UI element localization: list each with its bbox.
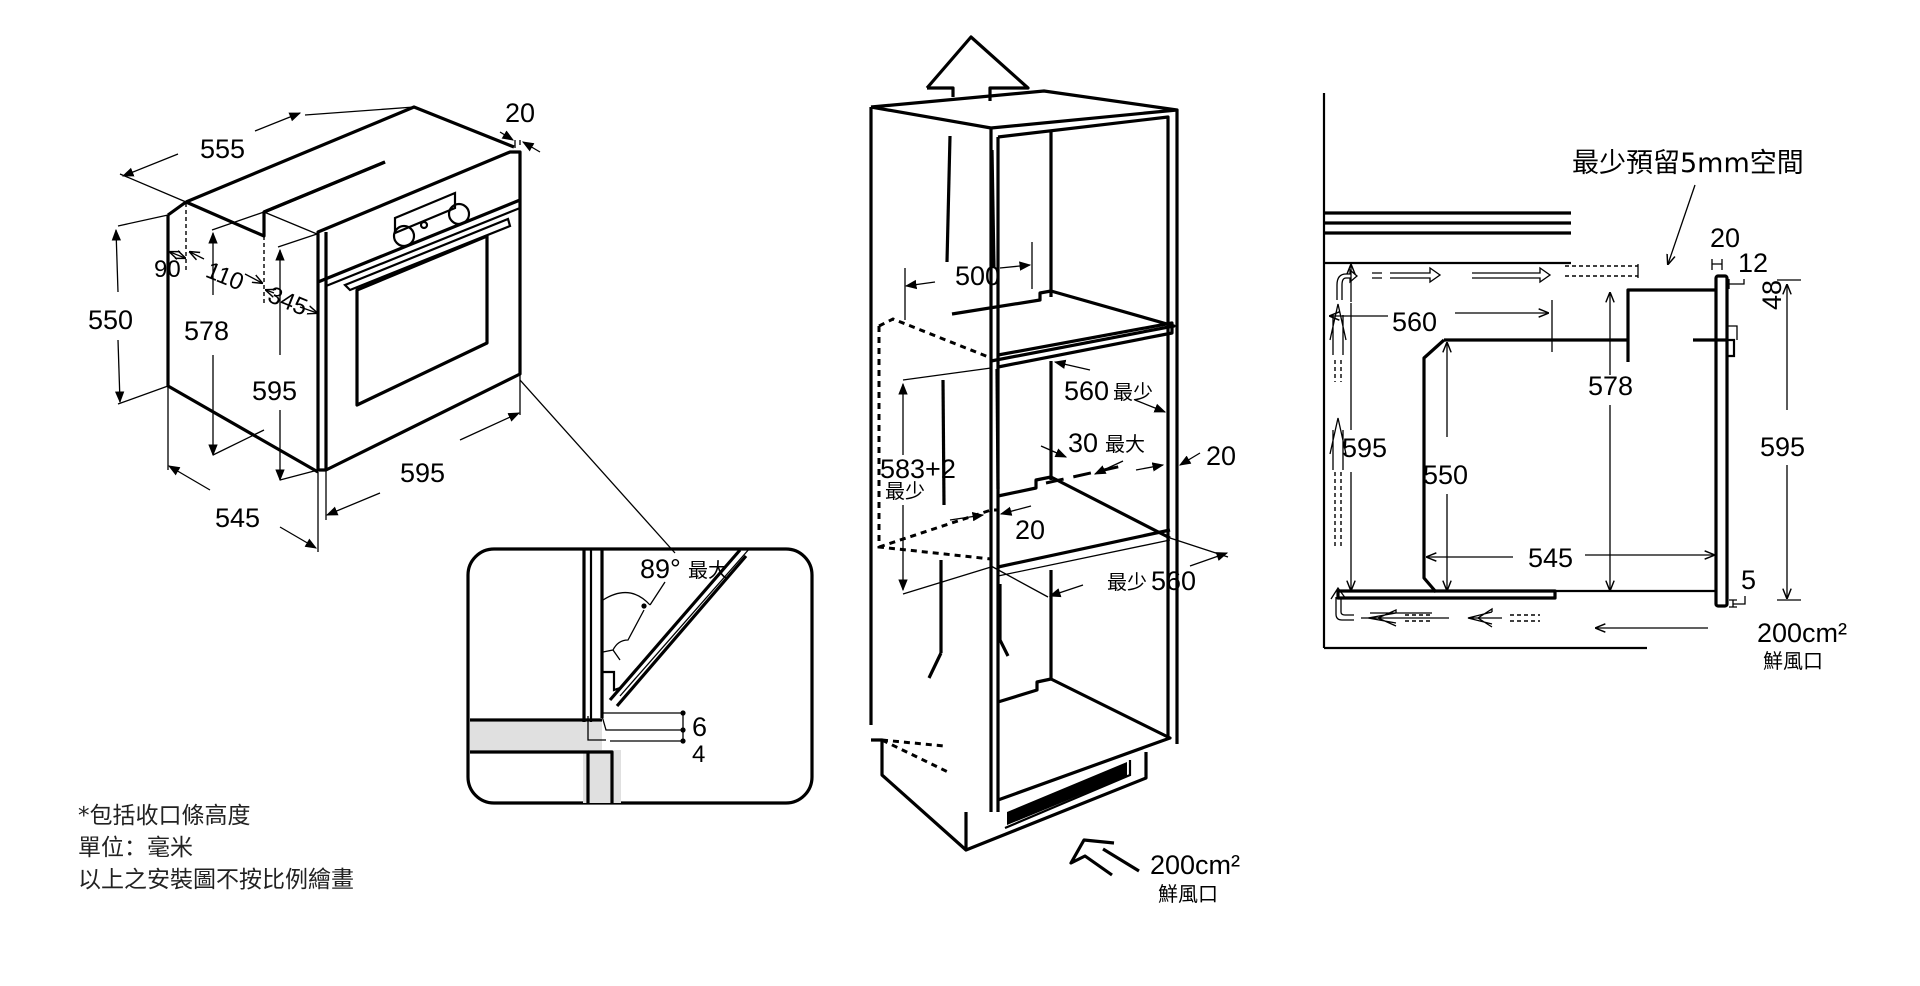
vent-label-right: 鮮風口 [1763,649,1823,673]
knob-icon [447,202,471,226]
airflow-arrows [1329,264,1708,628]
dim-595-right: 595 [1760,432,1805,462]
dim-555: 555 [200,134,245,164]
dim-560-bottom: 560 [1151,566,1196,596]
oven-isometric-drawing: 555 20 550 578 595 595 545 90 [88,98,676,554]
dim-545-right: 545 [1528,543,1573,573]
dim-top-20: 20 [1710,223,1740,253]
dim-20-front: 20 [505,98,535,128]
dim-550: 550 [88,305,133,335]
dim-560-min: 560 [1064,376,1109,406]
note-units: 單位：毫米 [78,835,193,861]
notes-block: *包括收口條高度 單位：毫米 以上之安裝圖不按比例繪畫 [78,800,354,896]
note-not-to-scale: 以上之安裝圖不按比例繪畫 [78,867,354,893]
clearance-note: 最少預留5mm空間 [1572,148,1804,179]
dim-560: 560 [1392,307,1437,337]
air-out-arrow-icon [925,35,1030,101]
dim-5: 5 [1741,565,1756,595]
dim-545: 545 [215,503,260,533]
dim-30-max: 30 [1068,428,1098,458]
dim-560-min-note: 最少 [1113,380,1153,404]
dim-595-height: 595 [252,376,297,406]
dim-48: 48 [1757,280,1787,310]
cabinet-drawing: 500 560 最少 30 最大 20 20 583+2 最少 最少 560 2… [869,35,1240,906]
dim-595-left: 595 [1342,433,1387,463]
note-trim-height: *包括收口條高度 [78,803,251,829]
dim-583-2-note: 最少 [885,479,925,503]
dim-90: 90 [154,256,181,283]
knob-icon [392,224,416,248]
dim-550-right: 550 [1423,460,1468,490]
door-hinge-detail: 89° 最大 6 4 [466,547,814,805]
hinge-angle: 89° [640,554,681,584]
gap-6: 6 [692,712,707,742]
side-section-drawing: 最少預留5mm空間 20 12 48 595 560 550 578 545 5… [1322,93,1847,673]
dim-500: 500 [955,261,1000,291]
dim-578: 578 [184,316,229,346]
dim-583-2: 583+2 [880,454,956,484]
dim-110: 110 [202,257,248,296]
dim-345: 345 [264,282,311,322]
dim-30-max-note: 最大 [1105,432,1145,456]
dim-560-bottom-note: 最少 [1107,570,1147,594]
gap-4: 4 [692,741,705,768]
vent-label-bottom: 鮮風口 [1158,882,1218,906]
dim-595-width: 595 [400,458,445,488]
air-in-arrow-icon [1069,838,1140,877]
hinge-angle-note: 最大 [688,558,728,582]
vent-area-right: 200cm² [1757,618,1847,648]
vent-area-bottom: 200cm² [1150,850,1240,880]
dim-12: 12 [1738,248,1768,278]
dim-20-side: 20 [1206,441,1236,471]
dim-578-right: 578 [1588,371,1633,401]
dim-20-shelf: 20 [1015,515,1045,545]
